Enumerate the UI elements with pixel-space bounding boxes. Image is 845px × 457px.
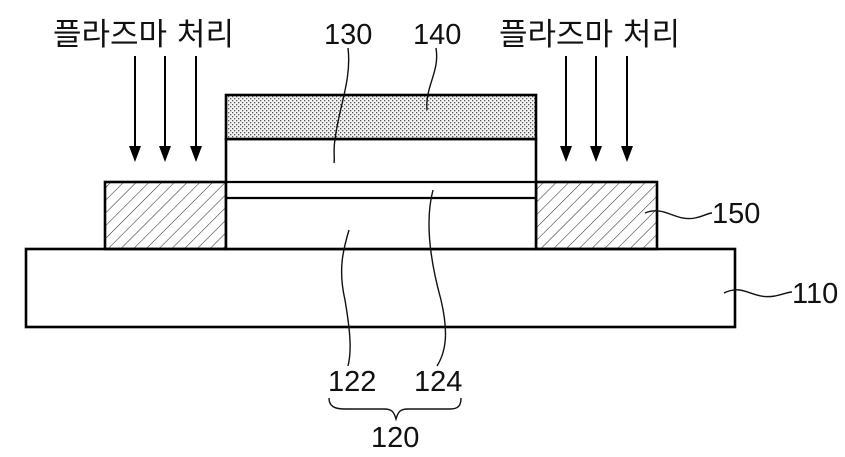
- leader-130: [333, 47, 350, 164]
- label-110: 110: [792, 278, 838, 310]
- substrate-110: [24, 247, 737, 329]
- side-block-150-right: [534, 180, 659, 251]
- arrow-down-icon: [190, 56, 202, 162]
- top-layer-140: [224, 93, 538, 141]
- label-120: 120: [371, 422, 419, 454]
- label-150: 150: [712, 198, 760, 230]
- label-130: 130: [324, 19, 372, 51]
- leader-140: [426, 47, 438, 111]
- plasma-label-right: 플라즈마 처리: [499, 17, 680, 53]
- plasma-arrows-right: [560, 56, 633, 162]
- arrow-down-icon: [129, 56, 141, 162]
- plasma-label-left: 플라즈마 처리: [53, 17, 234, 53]
- label-122: 122: [328, 366, 376, 398]
- side-block-150-left: [103, 180, 228, 251]
- group-brace-120: [328, 397, 462, 422]
- label-140: 140: [413, 19, 461, 51]
- stack-body: [224, 137, 538, 251]
- arrow-down-icon: [560, 56, 572, 162]
- label-124: 124: [414, 366, 462, 398]
- arrow-down-icon: [590, 56, 602, 162]
- arrow-down-icon: [159, 56, 171, 162]
- leader-122: [340, 229, 351, 367]
- plasma-arrows-left: [129, 56, 202, 162]
- arrow-down-icon: [621, 56, 633, 162]
- leader-150: [644, 210, 713, 220]
- leader-124: [428, 189, 447, 367]
- leader-110: [723, 289, 793, 298]
